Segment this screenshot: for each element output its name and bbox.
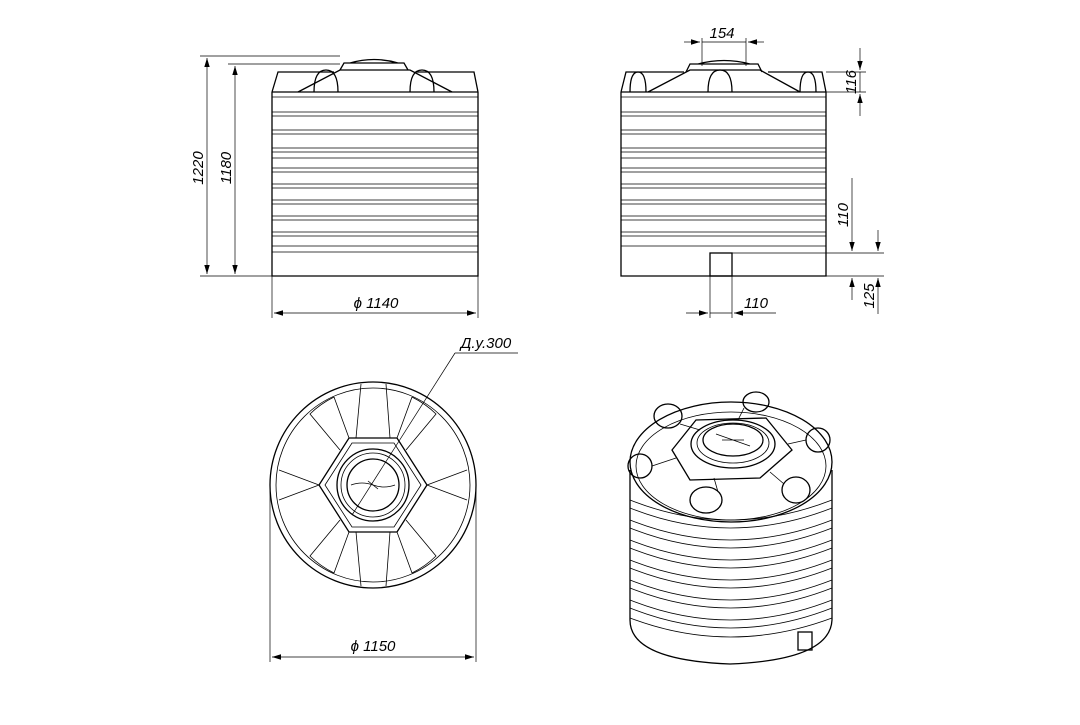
- front-ribs: [272, 111, 478, 253]
- side-lug-left: [629, 71, 647, 93]
- dim-1220: 1220: [190, 55, 340, 277]
- dim-110-horizontal: 110: [686, 276, 776, 318]
- dim-text-1220: 1220: [190, 151, 207, 185]
- dim-text-110-horizontal: 110: [744, 295, 769, 312]
- side-hatch: [685, 59, 763, 73]
- iso-hex-base: [671, 417, 793, 481]
- front-roof: [271, 71, 479, 93]
- side-lug-right: [799, 71, 817, 93]
- iso-outlet: [797, 631, 813, 651]
- iso-hatch-lid: [702, 423, 764, 457]
- front-hatch: [339, 58, 409, 71]
- side-roof: [620, 71, 827, 93]
- dim-diameter-1140: ϕ 1140: [271, 276, 479, 318]
- dim-125: 125: [861, 230, 881, 314]
- front-view: 1220 1180 ϕ 1140: [190, 55, 479, 318]
- front-lug-left: [313, 69, 339, 93]
- dim-text-110-vertical: 110: [835, 202, 852, 227]
- dim-text-nominal-bore: Д.у.300: [459, 335, 512, 352]
- dim-text-1150: ϕ 1150: [351, 638, 396, 655]
- top-hatch-outer: [336, 448, 410, 522]
- dim-nominal-bore: Д.у.300: [351, 335, 518, 516]
- side-view: 154 116 110 125: [620, 25, 884, 318]
- dim-154: 154: [684, 25, 764, 66]
- front-roof-slope: [297, 69, 453, 93]
- dim-text-154: 154: [709, 25, 734, 42]
- isometric-view: [627, 391, 833, 665]
- iso-hatch-outer: [690, 419, 776, 469]
- top-radial-fins: [278, 383, 468, 587]
- side-lug-center: [707, 69, 733, 93]
- dim-diameter-1150: ϕ 1150: [269, 485, 477, 662]
- dim-text-1180: 1180: [218, 151, 235, 184]
- iso-top-ellipse: [629, 401, 833, 523]
- dim-text-1140: ϕ 1140: [354, 295, 399, 312]
- dim-1180: 1180: [218, 63, 340, 274]
- iso-lugs: [627, 391, 831, 514]
- iso-body-outline: [629, 470, 833, 665]
- top-view: Д.у.300 ϕ 1150: [269, 335, 518, 662]
- dim-text-116: 116: [843, 69, 860, 94]
- dim-110-vertical: 110: [732, 178, 884, 300]
- top-hatch-inner: [346, 458, 400, 512]
- side-ribs: [621, 111, 826, 247]
- side-outlet-nozzle: [709, 252, 733, 277]
- front-lug-right: [409, 69, 435, 93]
- dim-116: 116: [826, 48, 866, 116]
- iso-ribs: [629, 499, 833, 638]
- dim-text-125: 125: [861, 283, 878, 309]
